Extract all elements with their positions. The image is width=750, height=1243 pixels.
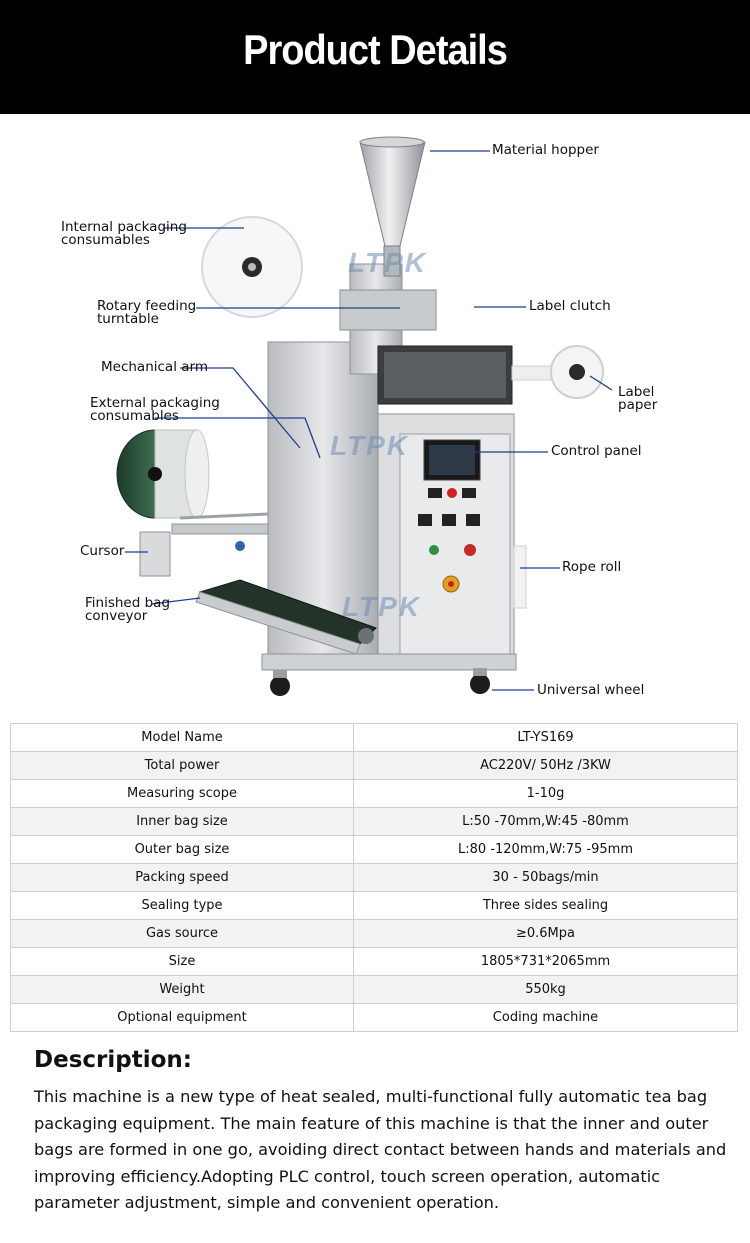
spec-value: L:80 -120mm,W:75 -95mm <box>353 835 738 864</box>
callout-mechanical-arm: Mechanical arm <box>101 359 208 375</box>
table-row: Gas source≥0.6Mpa <box>10 919 738 948</box>
callout-internal-packaging: Internal packaging consumables <box>61 219 187 248</box>
spec-value: 1-10g <box>353 779 738 808</box>
spec-name: Outer bag size <box>10 835 354 864</box>
spec-value: AC220V/ 50Hz /3KW <box>353 751 738 780</box>
spec-value: L:50 -70mm,W:45 -80mm <box>353 807 738 836</box>
spec-value: LT-YS169 <box>353 723 738 752</box>
description-body: This machine is a new type of heat seale… <box>34 1087 727 1213</box>
spec-value: 550kg <box>353 975 738 1004</box>
page-title: Product Details <box>243 27 508 75</box>
callout-lines <box>125 150 613 691</box>
internal-consumables-roll <box>201 216 303 318</box>
callout-rotary-feeding: Rotary feeding turntable <box>97 298 197 327</box>
watermark-logo-bottom: LTPK <box>342 591 422 622</box>
watermark-logo-top: LTPK <box>348 247 428 278</box>
watermark-logo-middle: LTPK <box>330 430 410 461</box>
spec-name: Optional equipment <box>10 1003 354 1032</box>
callout-external-packaging: External packaging consumables <box>90 395 220 424</box>
callout-rope-roll: Rope roll <box>562 559 622 575</box>
wheels <box>270 668 490 696</box>
callout-universal-wheel: Universal wheel <box>537 682 645 698</box>
callout-label-paper: Label paper <box>618 384 658 413</box>
spec-value: Coding machine <box>353 1003 738 1032</box>
callout-finished-bag: Finished bag conveyor <box>85 595 171 624</box>
machine-illustration <box>116 136 613 696</box>
spec-name: Size <box>10 947 354 976</box>
spec-name: Packing speed <box>10 863 354 892</box>
spec-name: Inner bag size <box>10 807 354 836</box>
spec-value: ≥0.6Mpa <box>353 919 738 948</box>
machine-figure: LTPK LTPK LTPK Material hopper Internal … <box>0 114 750 720</box>
control-panel-unit <box>418 439 481 593</box>
spec-name: Gas source <box>10 919 354 948</box>
spec-name: Total power <box>10 751 354 780</box>
spec-name: Sealing type <box>10 891 354 920</box>
spec-value: 30 - 50bags/min <box>353 863 738 892</box>
spec-name: Model Name <box>10 723 354 752</box>
external-consumables-roll <box>116 429 269 520</box>
rope-roll-spool <box>513 545 527 609</box>
header-banner: Product Details <box>0 0 750 114</box>
spec-value: Three sides sealing <box>353 891 738 920</box>
label-paper-roll <box>511 345 604 399</box>
callout-label-clutch: Label clutch <box>529 298 611 314</box>
callout-material-hopper: Material hopper <box>492 142 599 158</box>
callout-cursor: Cursor <box>80 543 125 559</box>
spec-name: Measuring scope <box>10 779 354 808</box>
cursor-sensor <box>139 523 269 577</box>
callout-control-panel: Control panel <box>551 443 642 459</box>
spec-value: 1805*731*2065mm <box>353 947 738 976</box>
spec-name: Weight <box>10 975 354 1004</box>
description-heading: Description: <box>34 1047 192 1073</box>
